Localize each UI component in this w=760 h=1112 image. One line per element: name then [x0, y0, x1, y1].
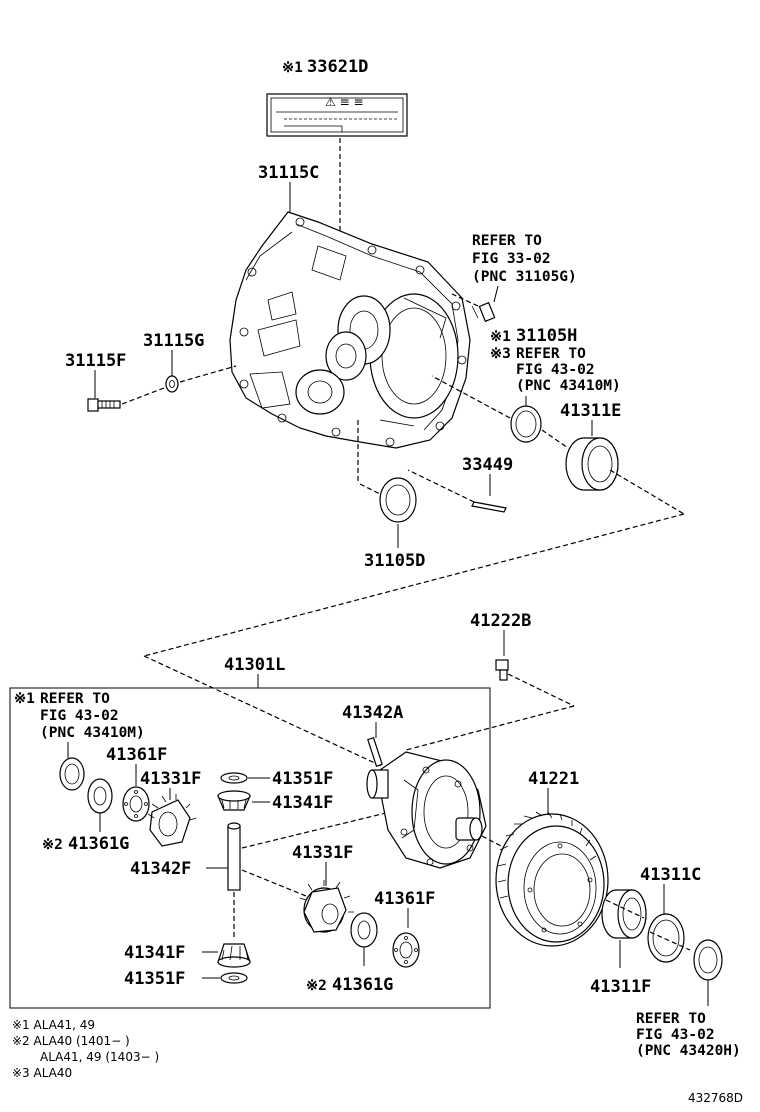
part-label-41342F: 41342F — [130, 859, 191, 879]
pinion-shaft-41342F[interactable] — [227, 822, 241, 891]
part-label-41331F-a: 41331F — [140, 769, 201, 789]
plate-33449[interactable] — [471, 501, 507, 513]
mark-33621D: ※1 — [282, 60, 303, 76]
mark-box-refer: ※1 — [14, 691, 35, 707]
part-label-41341F-a: 41341F — [272, 793, 333, 813]
part-label-41311F: 41311F — [590, 977, 651, 997]
legend-line4: ※3 ALA40 — [12, 1066, 72, 1080]
thrust-washer-41361F-b[interactable] — [392, 932, 420, 968]
refer-fig33-line1: REFER TO — [472, 233, 542, 249]
mark-31105H: ※1 — [490, 329, 511, 345]
refer-43420H-line3: (PNC 43420H) — [636, 1043, 741, 1059]
mark-refer-43410M: ※3 — [490, 346, 511, 362]
part-label-31115G: 31115G — [143, 331, 204, 351]
refer-fig33-line2: FIG 33-02 — [472, 251, 551, 267]
ring-gear-41221[interactable] — [495, 811, 609, 947]
side-gear-41331F-b[interactable] — [299, 880, 354, 933]
bearing-41311E[interactable] — [565, 437, 619, 491]
straight-pin-41342A[interactable] — [367, 737, 383, 767]
part-label-31115F: 31115F — [65, 351, 126, 371]
legend-line3: ALA41, 49 (1403− ) — [40, 1050, 159, 1064]
box-refer-line2: FIG 43-02 — [40, 708, 119, 724]
mark-41361G-b: ※2 — [306, 978, 327, 994]
part-label-41361G-a: 41361G — [68, 834, 129, 854]
part-label-41311C: 41311C — [640, 865, 701, 885]
differential-case[interactable] — [366, 751, 487, 869]
part-label-33621D: 33621D — [307, 57, 368, 77]
part-label-41301L: 41301L — [224, 655, 285, 675]
part-label-31115C: 31115C — [258, 163, 319, 183]
bolt-41222B[interactable] — [495, 659, 509, 681]
bearing-41311F[interactable] — [601, 889, 647, 939]
part-label-31105H: 31105H — [516, 326, 577, 346]
figure-id: 432768D — [688, 1091, 743, 1105]
part-label-31105D: 31105D — [364, 551, 425, 571]
refer-43410M-line2: FIG 43-02 — [516, 362, 595, 378]
oil-seal-43410M-ref[interactable] — [59, 757, 85, 791]
part-label-33449: 33449 — [462, 455, 513, 475]
part-label-41331F-b: 41331F — [292, 843, 353, 863]
part-label-41351F-a: 41351F — [272, 769, 333, 789]
thrust-washer-41361G-b[interactable] — [350, 912, 378, 948]
transaxle-housing-31115C[interactable] — [229, 211, 471, 449]
part-label-41222B: 41222B — [470, 611, 531, 631]
oil-seal-31105D[interactable] — [379, 477, 417, 523]
part-label-41342A: 41342A — [342, 703, 403, 723]
part-label-41311E: 41311E — [560, 401, 621, 421]
thrust-washer-41361F-a[interactable] — [122, 786, 150, 822]
side-gear-41331F-a[interactable] — [147, 794, 197, 847]
pinion-gear-41341F-a[interactable] — [217, 790, 251, 811]
bolt-31105G-ref[interactable] — [471, 301, 496, 323]
thrust-washer-41361G-a[interactable] — [87, 778, 113, 814]
svg-text:⚠ ≡ ≡: ⚠ ≡ ≡ — [325, 95, 364, 109]
part-label-41361F-b: 41361F — [374, 889, 435, 909]
part-label-41221: 41221 — [528, 769, 579, 789]
refer-43410M-line1: REFER TO — [516, 346, 586, 362]
oil-seal-31105H[interactable] — [510, 405, 542, 443]
bolt-31115F[interactable] — [87, 398, 121, 412]
part-label-41351F-b: 41351F — [124, 969, 185, 989]
legend-line1: ※1 ALA41, 49 — [12, 1018, 95, 1032]
box-refer-line1: REFER TO — [40, 691, 110, 707]
pinion-gear-41341F-b[interactable] — [217, 943, 251, 968]
box-refer-line3: (PNC 43410M) — [40, 725, 145, 741]
refer-43410M-line3: (PNC 43410M) — [516, 378, 621, 394]
thrust-washer-41351F-a[interactable] — [220, 772, 248, 784]
bearing-race-41311C[interactable] — [647, 913, 685, 963]
legend-line2: ※2 ALA40 (1401− ) — [12, 1034, 130, 1048]
part-label-41361G-b: 41361G — [332, 975, 393, 995]
differential-assembly-box — [9, 687, 491, 1009]
refer-43420H-line2: FIG 43-02 — [636, 1027, 715, 1043]
refer-fig33-line3: (PNC 31105G) — [472, 269, 577, 285]
part-label-41361F-a: 41361F — [106, 745, 167, 765]
washer-31115G[interactable] — [165, 375, 179, 393]
part-label-41341F-b: 41341F — [124, 943, 185, 963]
refer-43420H-line1: REFER TO — [636, 1011, 706, 1027]
thrust-washer-41351F-b[interactable] — [220, 972, 248, 984]
caution-plate-33621D[interactable]: ⚠ ≡ ≡ — [266, 93, 408, 137]
oil-seal-43420H-ref[interactable] — [693, 939, 723, 981]
mark-41361G-a: ※2 — [42, 837, 63, 853]
